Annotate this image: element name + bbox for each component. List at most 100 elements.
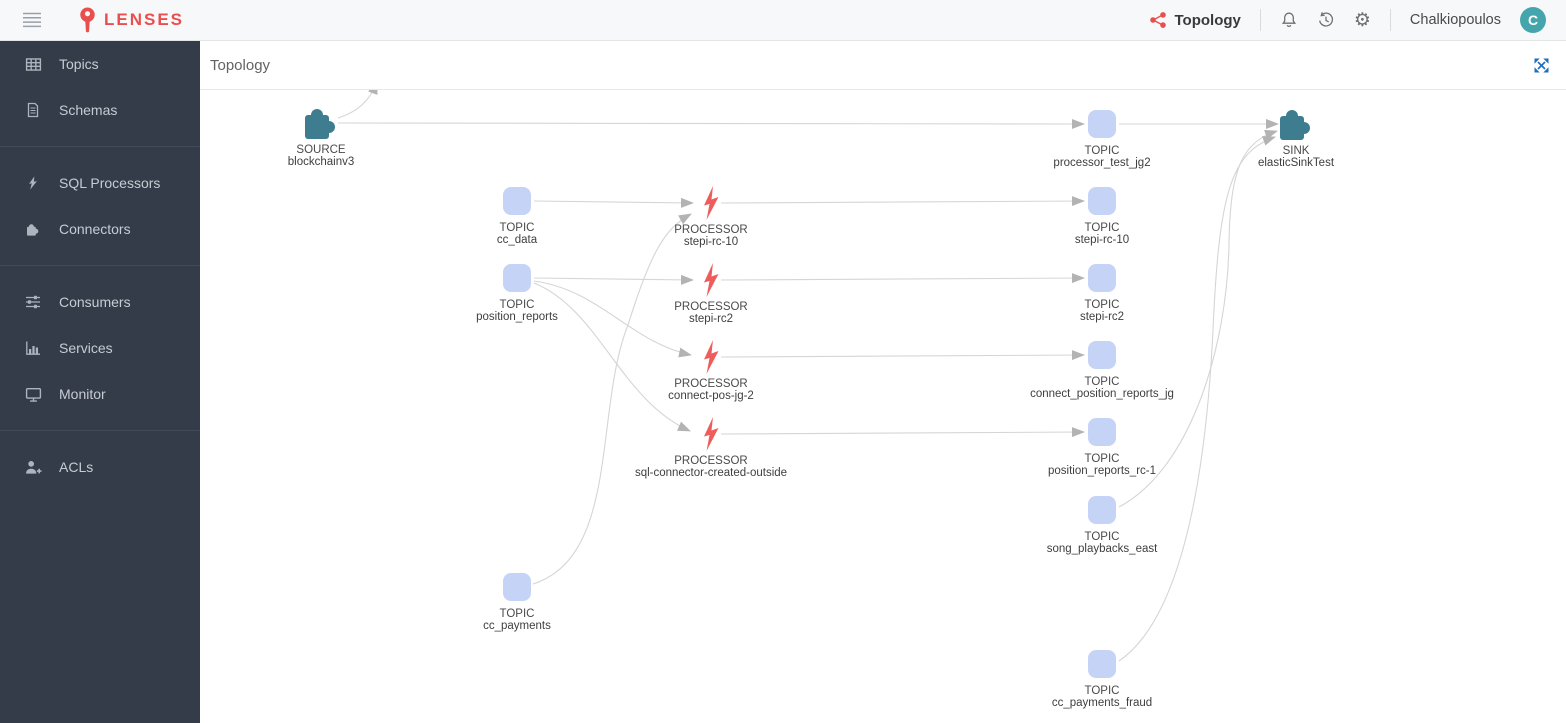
hamburger-menu-icon[interactable] [22, 12, 42, 28]
processor-bolt-icon [704, 263, 719, 297]
edge-topic-position_reports--proc-sql-connector-created-outside [533, 282, 691, 432]
topic-icon [1088, 187, 1116, 215]
node-type-label: PROCESSOR [674, 378, 748, 390]
topic-icon [1088, 264, 1116, 292]
bolt-icon [24, 175, 42, 191]
settings-gear-icon[interactable]: ⚙ [1353, 9, 1371, 31]
sidebar-item-connectors[interactable]: Connectors [0, 206, 200, 252]
sidebar-item-label: Monitor [59, 386, 106, 402]
user-plus-icon [24, 459, 42, 476]
notifications-bell-icon[interactable] [1280, 11, 1298, 29]
node-name-label: cc_payments [483, 620, 551, 632]
node-name-label: cc_data [497, 234, 538, 246]
page-title: Topology [210, 56, 271, 74]
monitor-icon [24, 386, 42, 403]
sidebar-item-label: Services [59, 340, 113, 356]
sidebar-item-label: Consumers [59, 294, 131, 310]
edge-proc-sql-connector-created-outside--topic-position_reports_rc-1 [720, 427, 1085, 438]
share-topology-icon [1150, 12, 1167, 28]
node-type-label: TOPIC [1085, 685, 1120, 697]
panel-header: Topology [200, 41, 1566, 90]
node-type-label: TOPIC [1085, 376, 1120, 388]
sidebar-item-topics[interactable]: Topics [0, 41, 200, 87]
topic-icon [503, 264, 531, 292]
edge-topic-song_playbacks_east--sink-elasticSinkTest [1118, 129, 1278, 508]
node-name-label: stepi-rc-10 [1075, 234, 1129, 246]
sidebar-item-services[interactable]: Services [0, 325, 200, 371]
username[interactable]: Chalkiopoulos [1409, 12, 1501, 28]
topology-nav-link[interactable]: Topology [1150, 12, 1241, 29]
lenses-pin-icon [78, 7, 97, 33]
table-icon [24, 56, 42, 73]
divider [1259, 9, 1261, 31]
node-name-label: song_playbacks_east [1047, 543, 1158, 555]
node-type-label: PROCESSOR [674, 224, 748, 236]
node-name-label: elasticSinkTest [1258, 157, 1335, 169]
edge-topic-cc_data--proc-stepi-rc-10 [533, 197, 694, 208]
fullscreen-expand-icon[interactable] [1533, 57, 1550, 74]
lenses-logo[interactable]: LENSES [78, 7, 184, 33]
sidebar-item-acls[interactable]: ACLs [0, 444, 200, 490]
edge-source-blockchainv3--topic-processor_test_jg2 [337, 118, 1085, 129]
document-icon [24, 102, 42, 118]
sidebar-item-monitor[interactable]: Monitor [0, 371, 200, 417]
node-name-label: blockchainv3 [288, 156, 354, 168]
node-type-label: TOPIC [500, 222, 535, 234]
topic-icon [503, 187, 531, 215]
edge-proc-stepi-rc2--topic-stepi-rc2 [720, 273, 1085, 284]
sidebar-item-sql-processors[interactable]: SQL Processors [0, 160, 200, 206]
history-icon[interactable] [1317, 11, 1335, 29]
node-name-label: cc_payments_fraud [1052, 697, 1152, 709]
edge-source-blockchainv3--offcanvas-top [337, 90, 378, 119]
topic-icon [1088, 341, 1116, 369]
sidebar-group: ACLs [0, 444, 200, 503]
processor-bolt-icon [704, 417, 719, 451]
sliders-icon [24, 294, 42, 310]
node-type-label: TOPIC [1085, 222, 1120, 234]
edge-proc-stepi-rc-10--topic-stepi-rc-10 [720, 196, 1085, 207]
node-type-label: TOPIC [500, 608, 535, 620]
top-bar: LENSES Topology [0, 0, 1566, 41]
topic-icon [1088, 418, 1116, 446]
sidebar-item-consumers[interactable]: Consumers [0, 279, 200, 325]
brand-name: LENSES [104, 10, 185, 29]
edge-topic-position_reports--proc-stepi-rc2 [533, 274, 694, 285]
edge-topic-cc_payments_fraud--sink-elasticSinkTest [1118, 136, 1276, 662]
node-type-label: TOPIC [1085, 145, 1120, 157]
processor-bolt-icon [704, 186, 719, 220]
topic-icon [503, 573, 531, 601]
topic-icon [1088, 496, 1116, 524]
node-name-label: sql-connector-created-outside [635, 467, 787, 479]
divider [1389, 9, 1391, 31]
sidebar-item-schemas[interactable]: Schemas [0, 87, 200, 133]
sidebar-item-label: Schemas [59, 102, 118, 118]
processor-bolt-icon [704, 340, 719, 374]
connector-puzzle-icon [1280, 110, 1310, 140]
edge-topic-position_reports--proc-connect-pos-jg-2 [533, 280, 692, 358]
avatar[interactable]: C [1520, 7, 1546, 33]
node-name-label: processor_test_jg2 [1053, 157, 1150, 169]
sidebar-item-label: Connectors [59, 221, 131, 237]
node-type-label: TOPIC [1085, 531, 1120, 543]
node-type-label: TOPIC [1085, 453, 1120, 465]
